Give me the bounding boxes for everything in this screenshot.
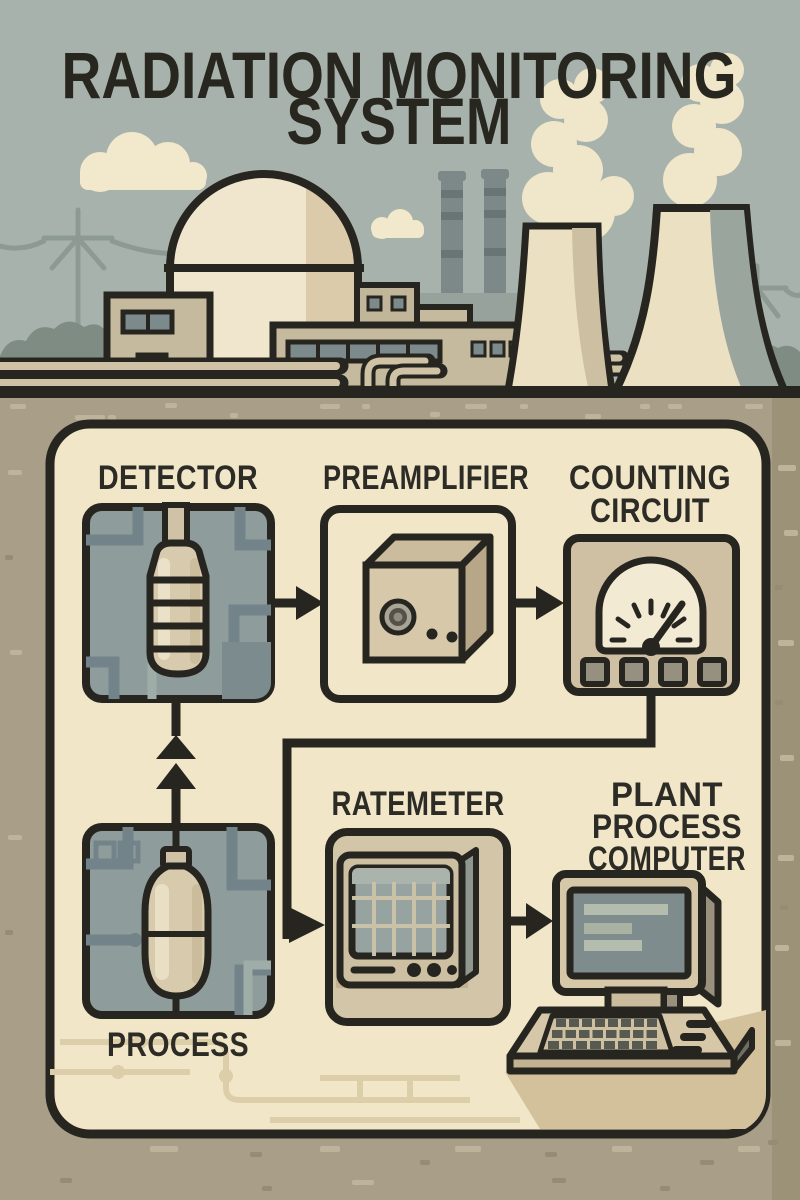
arrowhead-right-3 [289,907,325,943]
block-detector [82,502,275,703]
cooling-towers-icon [503,204,791,394]
keyboard-keys [548,1019,657,1049]
clouds-icon [80,132,424,239]
title-line-2: SYSTEM [287,84,512,158]
label-counting-line2: CIRCUIT [590,492,710,530]
label-preamplifier: PREAMPLIFIER [323,459,529,497]
gauge-icon [595,556,707,656]
block-ratemeter [325,828,511,1026]
arrowhead-right-4 [526,903,553,939]
process-pipe-pattern [86,827,271,1015]
desktop-computer-icon [506,870,755,1075]
block-process [82,823,275,1019]
process-vessel-icon [141,846,212,1000]
block-counting-circuit [563,534,740,696]
keyboard-dashes [672,1020,712,1054]
diagram-panel: DETECTOR PREAMPLIFIER COUNTING CIRCUIT R… [45,419,771,1139]
label-computer-line1: PLANT [611,776,723,814]
label-computer-line3: COMPUTER [588,840,746,878]
arrowhead-right-2 [536,586,564,620]
block-plant-process-computer [506,870,755,1075]
arrowhead-up-2 [156,763,196,789]
label-ratemeter: RATEMETER [332,785,505,823]
block-preamplifier [320,505,516,703]
geiger-tube-icon [146,502,210,678]
label-counting-line1: COUNTING [569,459,731,497]
label-computer-line2: PROCESS [592,808,742,846]
label-process: PROCESS [107,1026,249,1064]
label-detector: DETECTOR [98,459,258,497]
amplifier-box-icon [362,533,494,664]
plant-scene [0,0,800,400]
arrow-counting-to-ratemeter [282,692,656,939]
arrowhead-right-1 [296,586,324,620]
title-line-1: RADIATION MONITORING [62,38,737,112]
poster-title: RADIATION MONITORING SYSTEM [62,38,737,158]
counting-buttons [580,657,727,687]
arrow-heads [156,586,564,943]
arrowhead-up-1 [156,735,196,759]
crt-meter-icon [336,847,479,989]
ground-line [0,386,800,398]
